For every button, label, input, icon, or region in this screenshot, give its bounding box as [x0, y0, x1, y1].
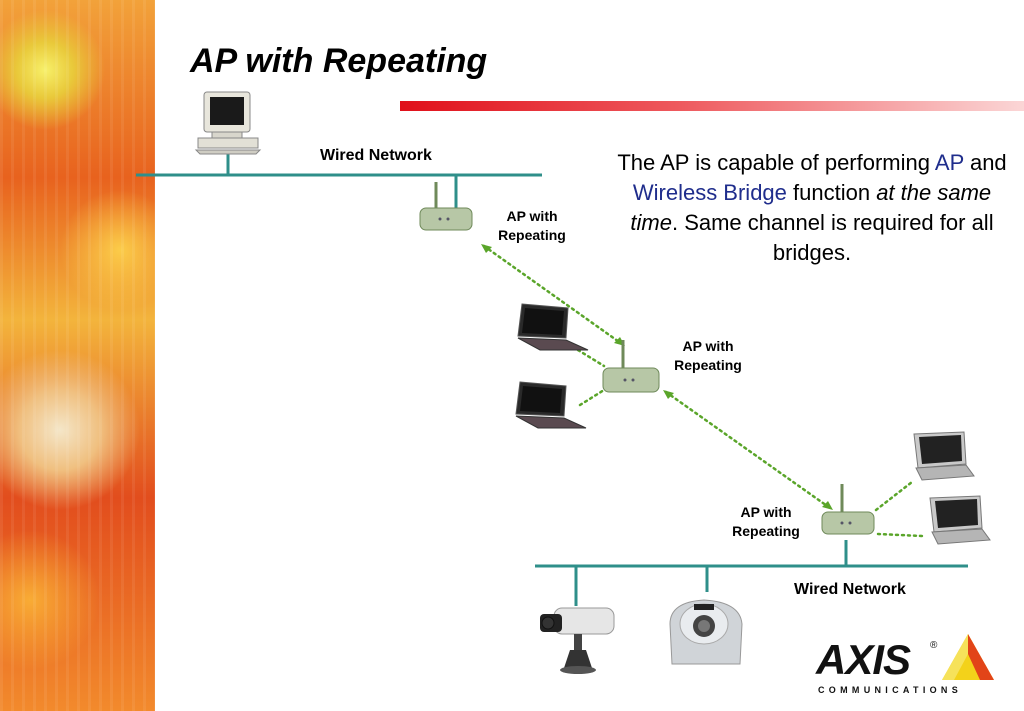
arrowhead [663, 390, 674, 399]
description-text: The AP is capable of performing AP and W… [606, 148, 1018, 268]
desc-part4: . Same channel is required for all bridg… [671, 210, 994, 265]
access-point-icon-3 [821, 484, 875, 535]
wired-network-label-bottom: Wired Network [794, 581, 906, 598]
ap-label-2: AP with Repeating [666, 337, 750, 375]
bridge-link-2 [664, 390, 832, 510]
laptop-icon-2 [515, 381, 587, 429]
axis-logo: AXIS ® COMMUNICATIONS [816, 630, 998, 700]
decorative-side-panel [0, 0, 155, 711]
arrowhead [822, 501, 833, 510]
client-link-4 [876, 532, 924, 538]
axis-logo-registered: ® [930, 640, 938, 651]
bridge-link-1 [482, 244, 624, 346]
access-point-icon-2 [602, 340, 660, 393]
access-point-icon-1 [419, 182, 473, 231]
title-underline-bar [400, 101, 1024, 111]
axis-logo-subtitle: COMMUNICATIONS [818, 685, 963, 695]
ap-label-1-line2: Repeating [498, 227, 566, 243]
ap-label-3-line2: Repeating [732, 523, 800, 539]
ap-label-2-line1: AP with [682, 338, 734, 354]
desc-part3: function [786, 180, 877, 205]
wired-network-label-top: Wired Network [320, 147, 432, 164]
network-camera-icon-1 [540, 607, 615, 674]
desc-part2: and [963, 150, 1007, 175]
ap-label-3-line1: AP with [740, 504, 792, 520]
desc-part1: The AP is capable of performing [617, 150, 935, 175]
arrowhead [481, 244, 492, 253]
ap-label-3: AP with Repeating [724, 503, 808, 541]
ap-label-1: AP with Repeating [490, 207, 574, 245]
ptz-camera-icon [669, 599, 743, 665]
desc-same-time: at the same time [630, 180, 992, 235]
laptop-icon-4 [929, 495, 991, 545]
desktop-computer-icon [194, 91, 262, 155]
desc-ap-highlight: AP [934, 150, 964, 175]
client-link-2 [578, 388, 606, 407]
link-arrowheads [481, 244, 833, 510]
slide-title: AP with Repeating [190, 42, 488, 80]
axis-logo-word: AXIS [816, 636, 911, 683]
desc-bridge-highlight: Wireless Bridge [632, 180, 787, 205]
ap-label-1-line1: AP with [506, 208, 558, 224]
client-link-3 [874, 480, 914, 512]
ap-label-2-line2: Repeating [674, 357, 742, 373]
wireless-links [482, 244, 924, 538]
axis-logo-triangle-icon [942, 634, 994, 680]
laptop-icon-3 [913, 431, 975, 481]
client-link-1 [576, 348, 606, 368]
laptop-icon-1 [517, 303, 589, 351]
